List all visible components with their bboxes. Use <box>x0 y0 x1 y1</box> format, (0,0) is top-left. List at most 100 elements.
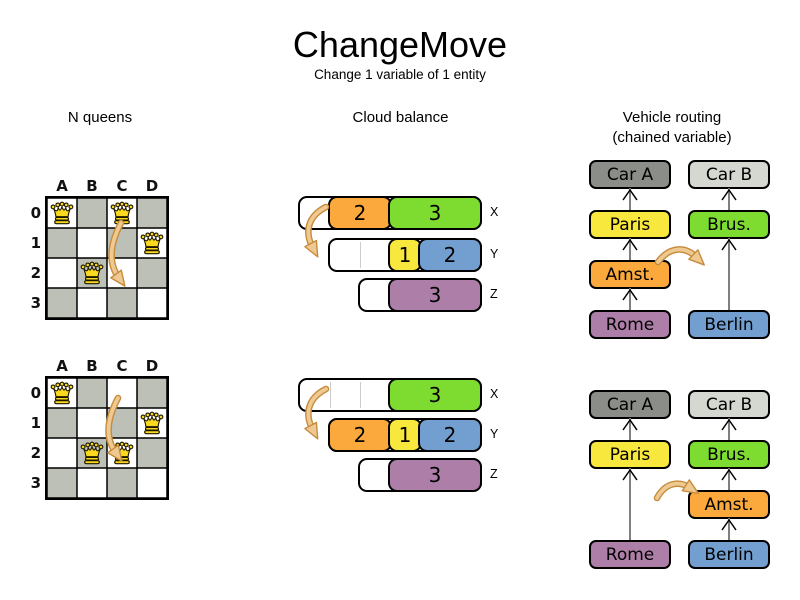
board-cell <box>107 198 137 228</box>
board-cell <box>47 228 77 258</box>
vehicle-node-brus: Brus. <box>688 210 770 239</box>
board-row-label: 2 <box>30 444 41 462</box>
board-col-label: B <box>86 357 98 375</box>
board-cell <box>77 408 107 438</box>
cloud-unit-separator <box>359 242 361 268</box>
board-col-label: A <box>56 177 68 195</box>
vehicle-node-car-b: Car B <box>688 160 770 189</box>
section-header-cloud-balance: Cloud balance <box>352 109 449 126</box>
vehicle-node-car-a: Car A <box>589 390 671 419</box>
cloud-process-block: 3 <box>388 278 482 312</box>
board-cell <box>47 438 77 468</box>
board-row-label: 3 <box>30 294 41 312</box>
board-row-label: 3 <box>30 474 41 492</box>
chain-arrowhead-icon <box>721 518 737 531</box>
section-header-vehicle-routing-sub: (chained variable) <box>612 129 732 146</box>
cloud-computer-row: 3 <box>298 378 482 412</box>
board-cell <box>107 378 137 408</box>
board-col-label: C <box>116 357 128 375</box>
board-cell <box>47 198 77 228</box>
cloud-process-block: 3 <box>388 196 482 230</box>
board-cell <box>107 438 137 468</box>
board-row-label: 1 <box>30 234 41 252</box>
board-cell <box>107 468 137 498</box>
board-col-label: D <box>145 177 159 195</box>
vehicle-node-amst: Amst. <box>589 260 671 289</box>
chain-arrowheads <box>622 188 737 531</box>
cloud-process-block: 2 <box>418 418 482 452</box>
vehicle-node-berlin: Berlin <box>688 540 770 569</box>
chain-arrowhead-icon <box>721 188 737 201</box>
section-header-nqueens: N queens <box>67 109 133 126</box>
board-cell <box>137 378 167 408</box>
board-col-label: B <box>86 177 98 195</box>
chain-arrowhead-icon <box>721 468 737 481</box>
board-cell <box>77 468 107 498</box>
board-col-label: D <box>145 357 159 375</box>
chain-links <box>629 188 730 540</box>
cloud-process-block: 2 <box>328 196 392 230</box>
board-cell <box>77 438 107 468</box>
board-cell <box>77 228 107 258</box>
board-cell <box>137 198 167 228</box>
chain-arrowhead-icon <box>622 468 638 481</box>
board-col-label: A <box>56 357 68 375</box>
vehicle-node-rome: Rome <box>589 310 671 339</box>
board-cell <box>107 288 137 318</box>
nqueens-before <box>45 196 169 320</box>
vehicle-node-berlin: Berlin <box>688 310 770 339</box>
board-row-label: 1 <box>30 414 41 432</box>
board-cell <box>107 228 137 258</box>
chain-arrowhead-icon <box>721 418 737 431</box>
board-cell <box>47 408 77 438</box>
vehicle-node-amst: Amst. <box>688 490 770 519</box>
board-cell <box>47 468 77 498</box>
board-cell <box>77 198 107 228</box>
cloud-row-label: Z <box>490 287 498 301</box>
board-cell <box>47 258 77 288</box>
board-cell <box>137 468 167 498</box>
cloud-unit-separator <box>359 382 361 408</box>
nqueens-after <box>45 376 169 500</box>
chain-arrowhead-icon <box>622 188 638 201</box>
board-col-label: C <box>116 177 128 195</box>
chain-arrowhead-icon <box>622 418 638 431</box>
board-cell <box>77 378 107 408</box>
board-row-label: 2 <box>30 264 41 282</box>
cloud-computer-row: 3 <box>358 458 482 492</box>
vehicle-node-car-b: Car B <box>688 390 770 419</box>
cloud-computer-row: 3 <box>358 278 482 312</box>
section-header-vehicle-routing: Vehicle routing <box>622 109 722 126</box>
page-subtitle: Change 1 variable of 1 entity <box>314 67 486 82</box>
vehicle-node-paris: Paris <box>589 210 671 239</box>
board-cell <box>47 378 77 408</box>
vehicle-node-paris: Paris <box>589 440 671 469</box>
cloud-process-block: 1 <box>388 238 422 272</box>
chain-arrowhead-icon <box>622 238 638 251</box>
board-cell <box>107 258 137 288</box>
board-row-label: 0 <box>30 384 41 402</box>
cloud-unit-separator <box>329 382 331 408</box>
cloud-row-label: Z <box>490 467 498 481</box>
cloud-row-label: X <box>490 205 499 219</box>
board-cell <box>137 438 167 468</box>
page-title: ChangeMove <box>292 24 508 65</box>
cloud-row-label: X <box>490 387 499 401</box>
board-cell <box>137 408 167 438</box>
board-cell <box>137 258 167 288</box>
vehicle-node-brus: Brus. <box>688 440 770 469</box>
board-cell <box>107 408 137 438</box>
cloud-process-block: 1 <box>388 418 422 452</box>
cloud-process-block: 3 <box>388 378 482 412</box>
cloud-process-block: 3 <box>388 458 482 492</box>
board-cell <box>77 288 107 318</box>
board-cell <box>137 288 167 318</box>
chain-arrowhead-icon <box>721 238 737 251</box>
vehicle-node-rome: Rome <box>589 540 671 569</box>
cloud-row-label: Y <box>490 247 499 261</box>
board-cell <box>137 228 167 258</box>
